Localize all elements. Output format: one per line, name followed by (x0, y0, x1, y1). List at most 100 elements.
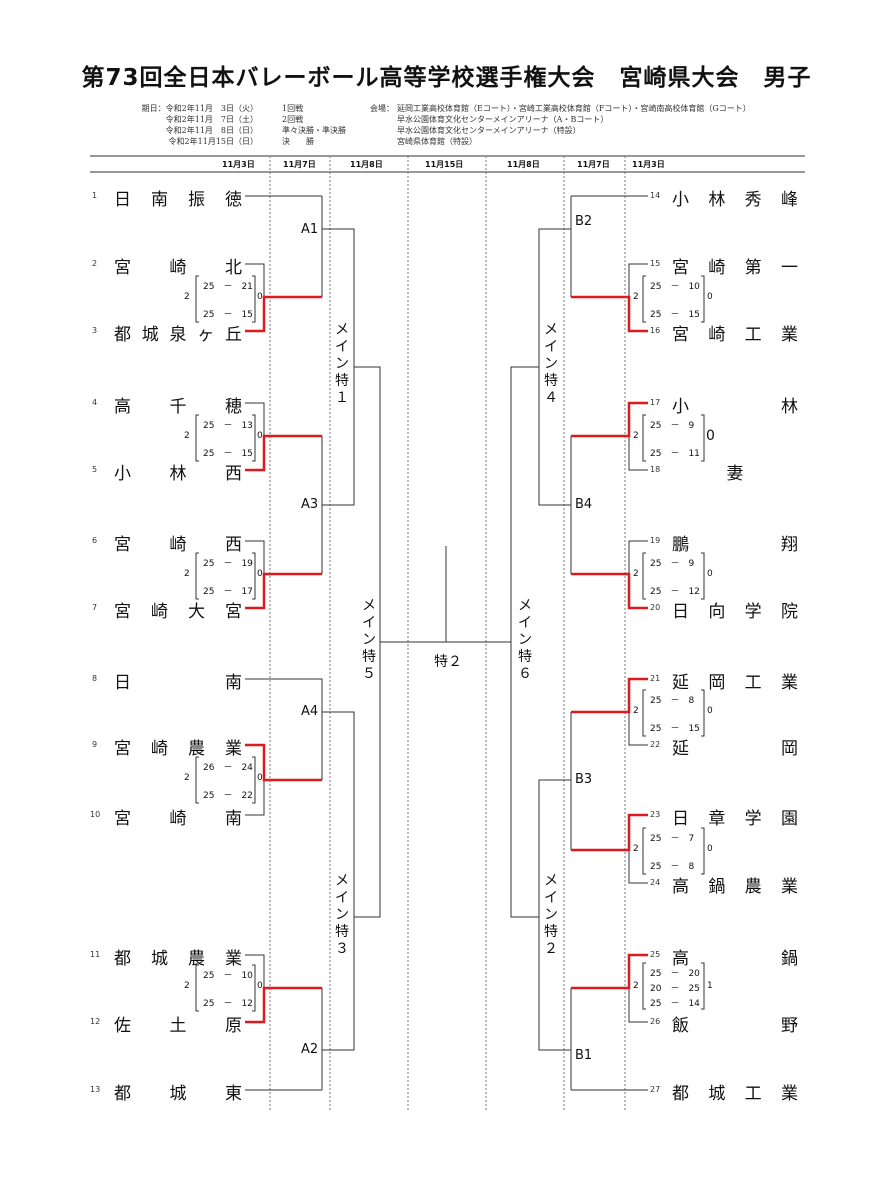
set-score: 25 － 10 (650, 282, 700, 292)
team-number: 19 (650, 536, 661, 545)
match-label-a1: A1 (301, 222, 319, 237)
column-date: 11月7日 (577, 160, 610, 169)
column-dividers (269, 156, 626, 1112)
team-number: 23 (650, 810, 661, 819)
team-number: 5 (92, 465, 98, 474)
team-name: 宮崎南 (114, 809, 242, 829)
schedule-round: 決 勝 (282, 137, 314, 146)
set-score: 25 － 22 (203, 791, 253, 801)
winner-lines (245, 295, 648, 1024)
schedule-venue: 宮崎県体育館（特設） (397, 137, 477, 146)
round-label-main5: メイン特５ (362, 598, 376, 682)
sets-lost: 0 (257, 773, 263, 783)
schedule-venue-label: 会場： (370, 104, 394, 113)
schedule-dates: 期日：令和2年11月 3日（火） 令和2年11月 7日（土） 令和2年11月 8… (140, 103, 258, 147)
team-number: 10 (90, 810, 101, 819)
team-number: 13 (90, 1085, 101, 1094)
sets-lost: 0 (706, 428, 715, 444)
team-name: 都城農業 (114, 949, 242, 969)
team-name: 鵬翔 (672, 535, 798, 555)
team-name: 小林 (672, 397, 798, 417)
team-number: 4 (92, 398, 98, 407)
set-score: 25 － 14 (650, 999, 700, 1009)
schedule-venue: 延岡工業高校体育館（Eコート）・宮崎工業高校体育館（Fコート）・宮崎南高校体育館… (397, 104, 751, 113)
schedule-round: 準々決勝・準決勝 (282, 126, 346, 135)
sets-lost: 0 (257, 292, 263, 302)
team-name: 佐土原 (114, 1016, 242, 1036)
team-name: 宮崎西 (114, 535, 242, 555)
team-number: 20 (650, 603, 661, 612)
team-number: 2 (92, 259, 98, 268)
set-score: 20 － 25 (650, 984, 700, 994)
team-number: 7 (92, 603, 98, 612)
team-name: 都城泉ヶ丘 (114, 325, 242, 345)
set-score: 25 － 9 (650, 559, 695, 569)
sets-lost: 0 (707, 706, 713, 716)
sets-won: 2 (633, 706, 639, 716)
team-number: 3 (92, 326, 98, 335)
set-score: 25 － 11 (650, 449, 700, 459)
column-date: 11月15日 (425, 160, 464, 169)
team-number: 21 (650, 674, 661, 683)
team-number: 6 (92, 536, 98, 545)
match-label-a4: A4 (301, 704, 319, 719)
round-label-main1: メイン特１ (335, 322, 349, 406)
schedule-date: 令和2年11月 8日（日） (165, 126, 258, 135)
sets-lost: 0 (257, 431, 263, 441)
team-name: 飯野 (672, 1016, 798, 1036)
sets-lost: 1 (707, 981, 713, 991)
team-name: 日章学園 (672, 809, 798, 829)
sets-won: 2 (633, 981, 639, 991)
set-score: 25 － 10 (203, 971, 253, 981)
schedule-round: 1回戦 (282, 104, 304, 113)
sets-won: 2 (633, 292, 639, 302)
schedule-date: 期日：令和2年11月 3日（火） (141, 104, 258, 113)
sets-won: 2 (184, 431, 190, 441)
schedule-venue: 早水公園体育文化センターメインアリーナ（A・Bコート） (397, 115, 609, 124)
team-name: 日南 (114, 673, 242, 693)
team-name: 都城工業 (672, 1084, 798, 1104)
set-score: 25 － 8 (650, 862, 695, 872)
team-name: 宮崎第一 (672, 258, 798, 278)
round-label-main6: メイン特６ (518, 598, 532, 682)
column-date: 11月3日 (222, 160, 255, 169)
team-number: 17 (650, 398, 661, 407)
sets-won: 2 (184, 981, 190, 991)
sets-won: 2 (633, 844, 639, 854)
set-score: 25 － 7 (650, 834, 695, 844)
team-number: 18 (650, 465, 661, 474)
set-score: 25 － 12 (650, 587, 700, 597)
set-score: 25 － 13 (203, 421, 253, 431)
team-number: 8 (92, 674, 98, 683)
team-number: 27 (650, 1085, 661, 1094)
team-name: 小林秀峰 (672, 190, 798, 210)
round-label-main2: メイン特２ (544, 873, 558, 957)
team-name: 高鍋農業 (672, 877, 798, 897)
column-date: 11月3日 (632, 160, 665, 169)
match-label-final: 特２ (434, 654, 462, 670)
sets-won: 2 (633, 431, 639, 441)
set-score: 25 － 12 (203, 999, 253, 1009)
match-label-b3: B3 (575, 772, 593, 787)
team-number: 22 (650, 740, 661, 749)
sets-lost: 0 (707, 292, 713, 302)
schedule-date: 令和2年11月 7日（土） (165, 115, 258, 124)
sets-won: 2 (633, 569, 639, 579)
team-name: 高千穂 (114, 397, 242, 417)
column-date: 11月8日 (507, 160, 540, 169)
set-score: 25 － 15 (650, 724, 700, 734)
team-name: 小林西 (114, 464, 242, 484)
set-score: 25 － 15 (203, 449, 253, 459)
schedule-rounds: 1回戦 2回戦 準々決勝・準決勝 決 勝 (282, 103, 346, 147)
team-name: 宮崎農業 (114, 739, 242, 759)
set-score: 25 － 15 (203, 310, 253, 320)
match-label-b1: B1 (575, 1048, 593, 1063)
page-title: 第73回全日本バレーボール高等学校選手権大会 宮崎県大会 男子 (81, 65, 812, 91)
set-score: 25 － 20 (650, 969, 700, 979)
team-number: 16 (650, 326, 661, 335)
sets-lost: 0 (707, 569, 713, 579)
team-name: 延岡 (672, 739, 798, 759)
team-name: 都城東 (114, 1084, 242, 1104)
sets-won: 2 (184, 773, 190, 783)
team-number: 25 (650, 950, 661, 959)
